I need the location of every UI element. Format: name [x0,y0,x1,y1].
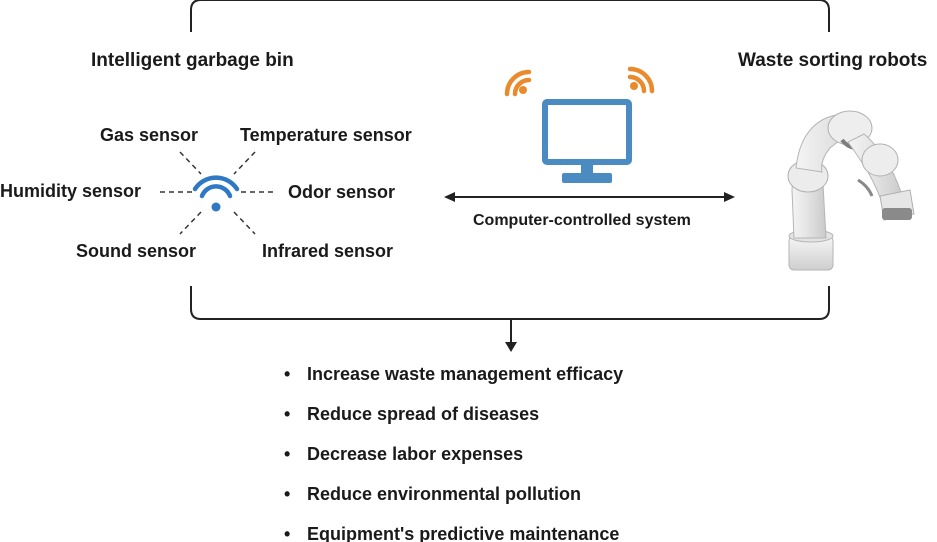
outcome-list: • Increase waste management efficacy • Red… [284,362,623,542]
bottom-bracket [190,286,830,320]
list-item: • Decrease labor expenses [284,442,623,482]
sound-sensor-label: Sound sensor [76,241,197,261]
bullet: • [284,444,291,464]
monitor-icon [542,99,632,183]
list-item: • Equipment's predictive maintenance [284,522,623,542]
list-item: • Increase waste management efficacy [284,362,623,402]
outcome-text: Equipment's predictive maintenance [307,524,620,542]
robot-arm-icon [787,110,915,271]
bullet: • [284,404,291,424]
sensor-connectors [160,151,276,235]
system-caption: Computer-controlled system [473,212,691,229]
list-item: • Reduce spread of diseases [284,402,623,442]
wifi-icon [192,175,240,212]
bin-title: Intelligent garbage bin [91,50,294,71]
robots-title: Waste sorting robots [738,50,928,71]
humidity-sensor-label: Humidity sensor [0,181,142,201]
down-arrow [505,319,517,352]
temperature-sensor-label: Temperature sensor [240,125,412,145]
gas-sensor-label: Gas sensor [100,125,199,145]
list-item: • Reduce environmental pollution [284,482,623,522]
bullet: • [284,364,291,384]
outcome-text: Increase waste management efficacy [307,364,624,384]
bullet: • [284,484,291,504]
top-bracket [190,0,830,32]
odor-sensor-label: Odor sensor [288,182,396,202]
outcome-text: Decrease labor expenses [307,444,524,464]
outcome-text: Reduce environmental pollution [307,484,582,504]
outcome-text: Reduce spread of diseases [307,404,540,424]
wifi-signal-icon [627,66,655,94]
infrared-sensor-label: Infrared sensor [262,241,394,261]
bullet: • [284,524,291,542]
wifi-signal-icon [504,69,532,97]
bidirectional-arrow [444,192,735,202]
